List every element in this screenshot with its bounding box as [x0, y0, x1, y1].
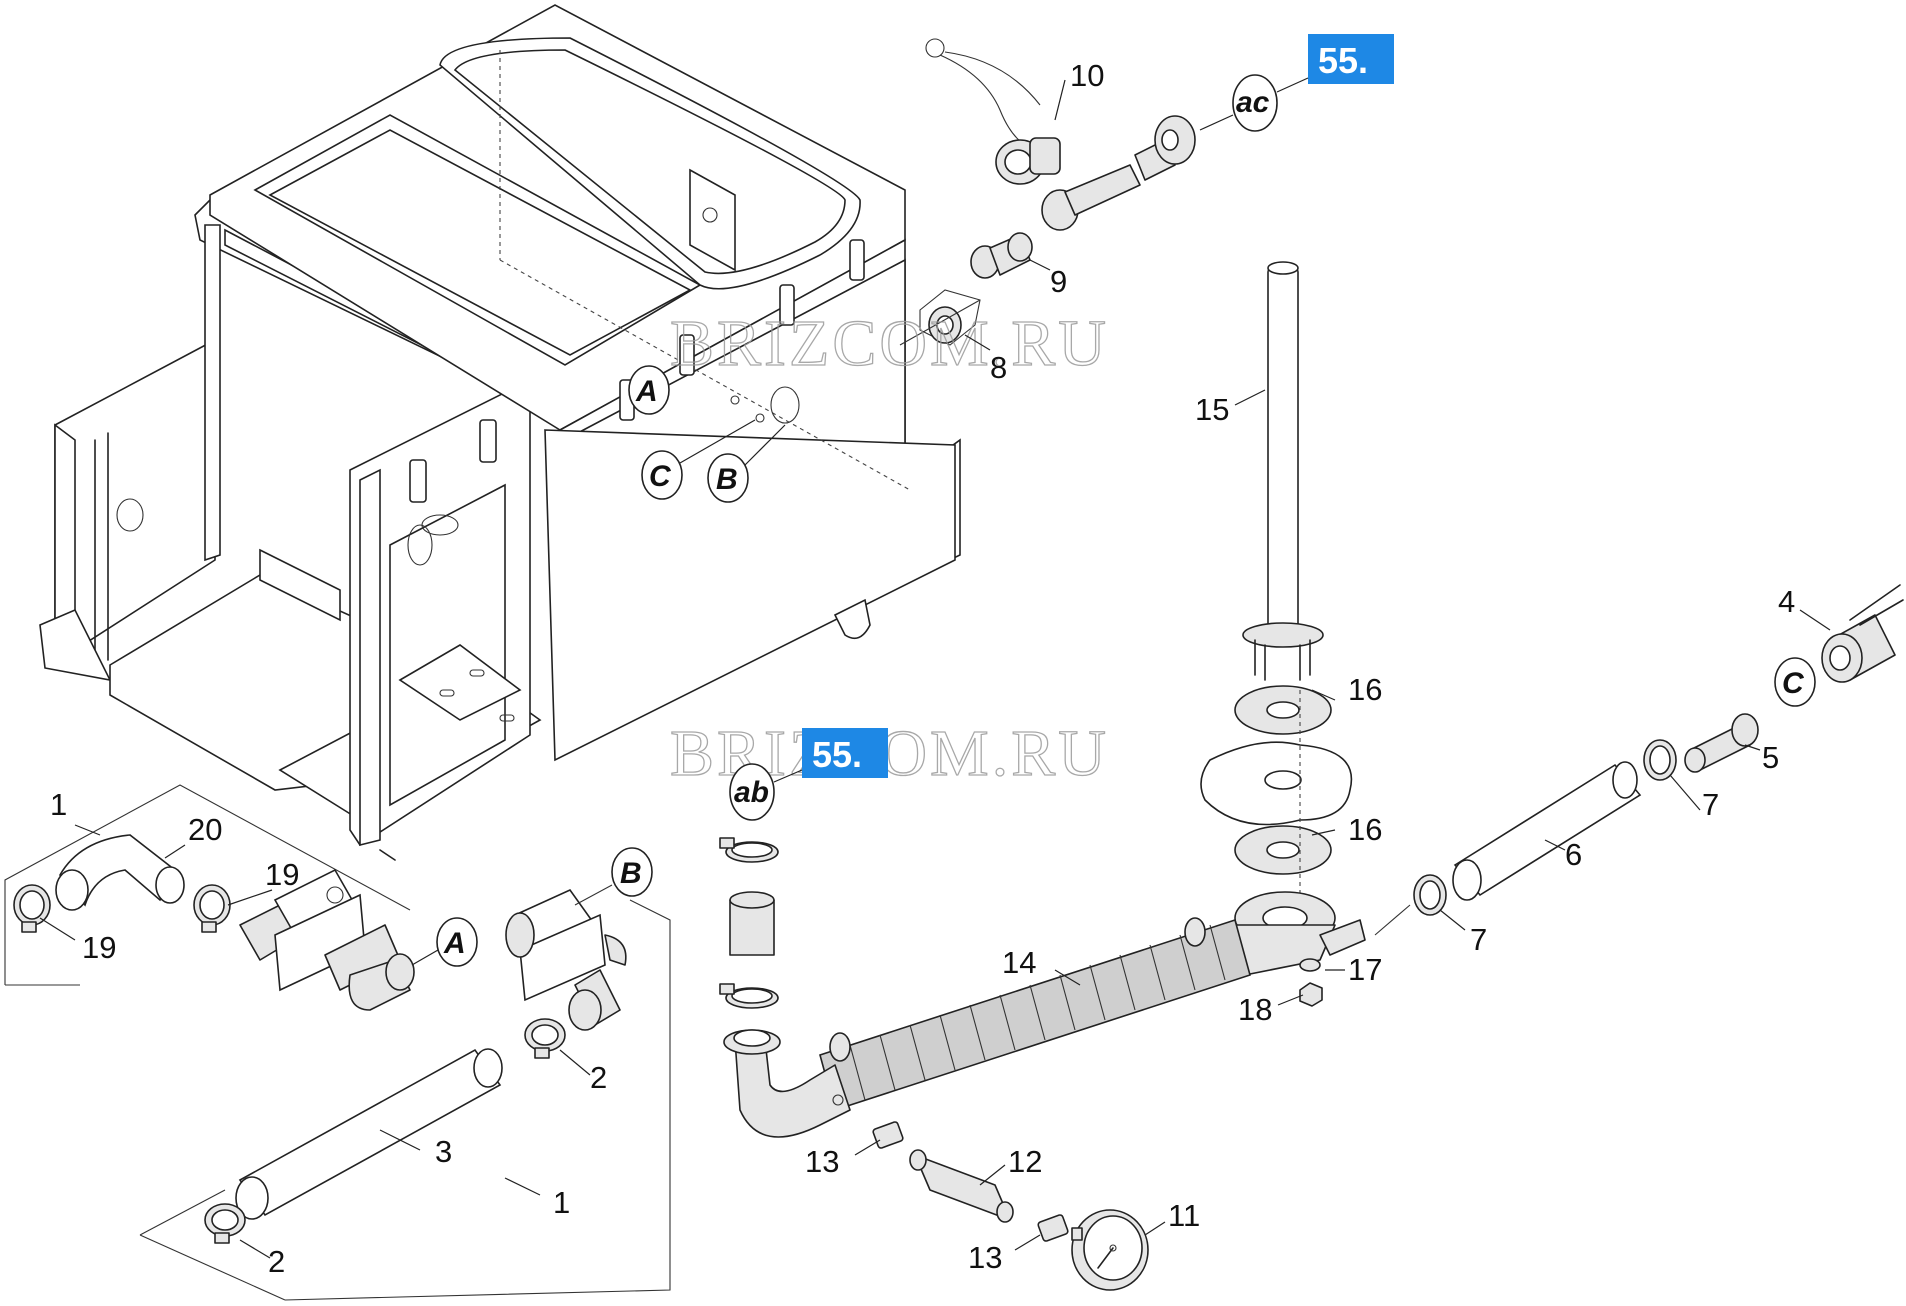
connector-B-on-tank: B: [707, 424, 786, 503]
connector-A-assembly: A: [411, 917, 478, 967]
callout-5: 5: [1762, 740, 1779, 775]
part-ac-hose-fitting: [1041, 115, 1196, 231]
part-8-nut: [899, 289, 981, 346]
tank-assembly: [39, 4, 961, 861]
connector-ab-label: ab: [734, 776, 769, 809]
part-16-flange-upper: [1234, 685, 1332, 735]
group-bracket-lower: [139, 1189, 286, 1301]
connector-C-label-2: C: [1782, 667, 1805, 700]
callout-19-left: 19: [82, 930, 116, 965]
ref-badge-middle: 55.: [802, 728, 888, 778]
callout-16-lower: 16: [1348, 812, 1382, 847]
connector-A-on-tank: A: [628, 365, 670, 415]
callout-6: 6: [1565, 837, 1582, 872]
callout-7-upper: 7: [1702, 787, 1719, 822]
part-12-adapter: [909, 1149, 1014, 1223]
connector-ac-label: ac: [1236, 86, 1270, 119]
part-13-coupling-upper: [872, 1121, 904, 1149]
ref-badge-top-text: 55.: [1318, 40, 1368, 81]
filter-assembly-B: [505, 888, 627, 1031]
clamp-lower: [719, 983, 779, 1009]
part-4-valve: [1821, 584, 1904, 683]
elbow-fitting: [723, 1029, 851, 1138]
callout-17: 17: [1348, 952, 1382, 987]
part-7-clamp-upper: [1643, 739, 1677, 781]
filter-assembly-A: [239, 868, 415, 1011]
connector-ab: ab: [729, 763, 803, 821]
callout-9: 9: [1050, 264, 1067, 299]
connector-ac: ac: [1199, 74, 1309, 132]
part-10-cap-with-chain: [925, 38, 1061, 185]
callout-15: 15: [1195, 392, 1229, 427]
ref-badge-top-bg: [1308, 34, 1394, 84]
part-19-clamp-left: [13, 884, 51, 933]
gasket-plate: [1200, 741, 1353, 826]
callout-3: 3: [435, 1134, 452, 1169]
part-6-hose: [1452, 761, 1642, 901]
callout-13-lower: 13: [968, 1240, 1002, 1275]
part-7-clamp-lower: [1413, 874, 1447, 916]
connector-C-on-tank: C: [641, 419, 756, 500]
connector-A-label: A: [635, 375, 658, 408]
clamp-upper: [719, 837, 779, 863]
callout-10: 10: [1070, 58, 1104, 93]
callout-2-upper: 2: [590, 1060, 607, 1095]
callout-7-lower: 7: [1470, 922, 1487, 957]
part-5-hose-nipple: [1684, 713, 1759, 773]
part-19-clamp-right: [193, 884, 231, 933]
sleeve: [729, 891, 775, 956]
callout-2-lower: 2: [268, 1244, 285, 1279]
tee-fitting: [1234, 891, 1366, 976]
part-9-nipple: [970, 232, 1033, 279]
connector-B-label: B: [716, 463, 738, 496]
callout-8: 8: [990, 350, 1007, 385]
connector-C-right: C: [1774, 657, 1816, 707]
callout-19-right: 19: [265, 857, 299, 892]
part-20-elbow-hose: [55, 834, 185, 911]
callout-14: 14: [1002, 945, 1036, 980]
part-11-pressure-gauge: [1071, 1209, 1149, 1291]
callout-18: 18: [1238, 992, 1272, 1027]
callout-20: 20: [188, 812, 222, 847]
callout-11: 11: [1168, 1198, 1200, 1233]
callout-1-upper: 1: [50, 787, 67, 822]
ref-badge-middle-text: 55.: [812, 734, 862, 775]
callout-leaders: [39, 79, 1831, 1259]
part-3-hose: [235, 1048, 503, 1220]
callout-4: 4: [1778, 584, 1795, 619]
connector-A-label-2: A: [443, 927, 466, 960]
ref-badge-top: 55.: [1308, 34, 1394, 84]
callout-12: 12: [1008, 1144, 1042, 1179]
connector-B-assembly: B: [284, 847, 671, 1301]
callout-16-upper: 16: [1348, 672, 1382, 707]
part-13-coupling-lower: [1037, 1214, 1069, 1242]
callout-1-lower: 1: [553, 1185, 570, 1220]
part-16-flange-lower: [1234, 825, 1332, 875]
parts-17-18-nut-washer: [1299, 958, 1323, 1007]
watermark-upper: BRIZCOM.RU: [670, 307, 1109, 380]
part-15-pipe: [1242, 261, 1324, 681]
connector-C-label: C: [649, 460, 672, 493]
connector-B-label-2: B: [620, 857, 642, 890]
part-2-clamp-lower: [204, 1203, 246, 1244]
part-2-clamp-upper: [524, 1018, 566, 1059]
callout-13-upper: 13: [805, 1144, 839, 1179]
ref-badge-middle-bg: [802, 728, 888, 778]
